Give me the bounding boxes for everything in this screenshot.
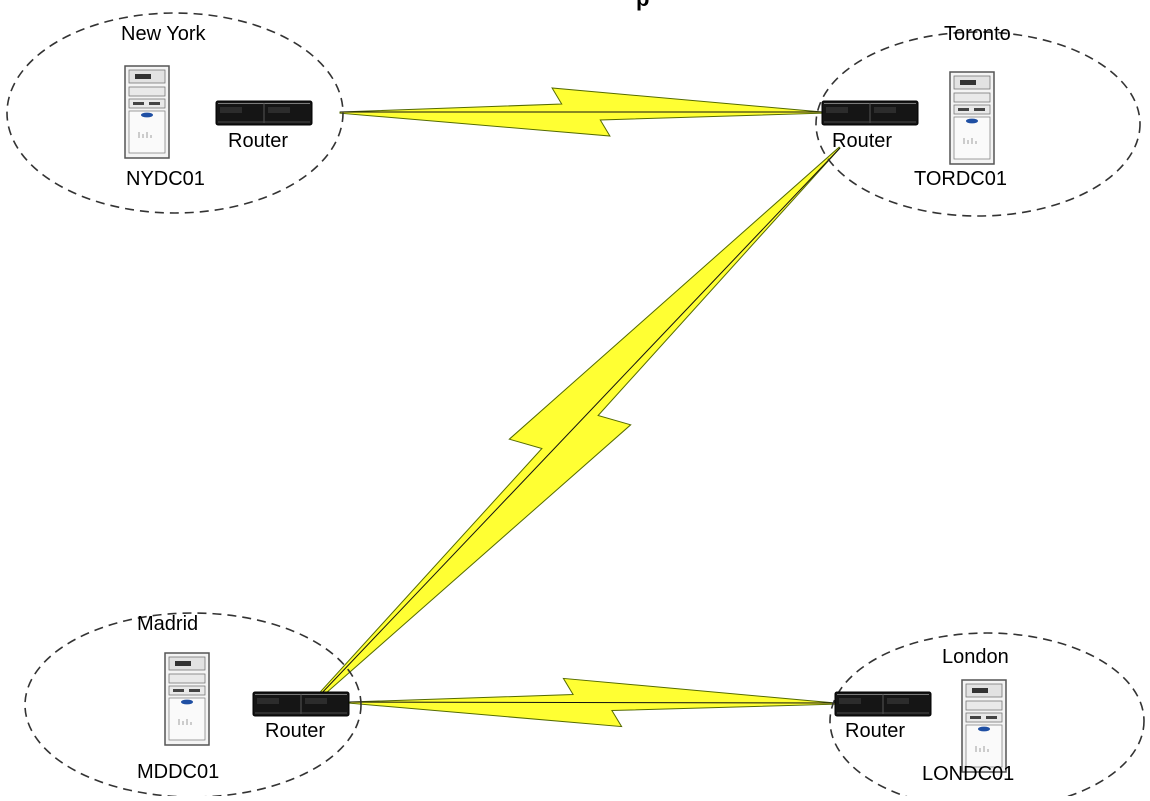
wan-link-line xyxy=(299,147,841,717)
router-icon xyxy=(252,691,350,717)
router-icon xyxy=(834,691,932,717)
wan-link-toronto-madrid xyxy=(298,146,841,717)
site-boundary-madrid xyxy=(24,612,362,798)
server-label-new-york: NYDC01 xyxy=(126,168,205,190)
server-label-madrid: MDDC01 xyxy=(137,761,220,783)
site-label-new-york: New York xyxy=(121,23,206,45)
server-tower-icon xyxy=(961,679,1007,773)
site-label-toronto: Toronto xyxy=(944,23,1011,45)
site-label-madrid: Madrid xyxy=(137,613,199,635)
server-tower-icon xyxy=(164,652,210,746)
router-icon xyxy=(821,100,919,126)
server-tower-icon xyxy=(949,71,995,165)
site-boundary-london xyxy=(829,632,1145,801)
diagram-header-fragment: p xyxy=(636,0,649,10)
server-label-toronto: TORDC01 xyxy=(914,168,1007,190)
site-boundary-new-york xyxy=(6,12,344,214)
router-label-london: Router xyxy=(845,720,906,742)
site-label-london: London xyxy=(942,646,1009,668)
site-boundary-toronto xyxy=(815,31,1141,217)
router-label-toronto: Router xyxy=(832,130,893,152)
wan-link-line xyxy=(349,701,836,704)
server-label-london: LONDC01 xyxy=(922,763,1015,785)
server-tower-icon xyxy=(124,65,170,159)
router-icon xyxy=(215,100,313,126)
router-label-new-york: Router xyxy=(228,130,289,152)
router-label-madrid: Router xyxy=(265,720,326,742)
